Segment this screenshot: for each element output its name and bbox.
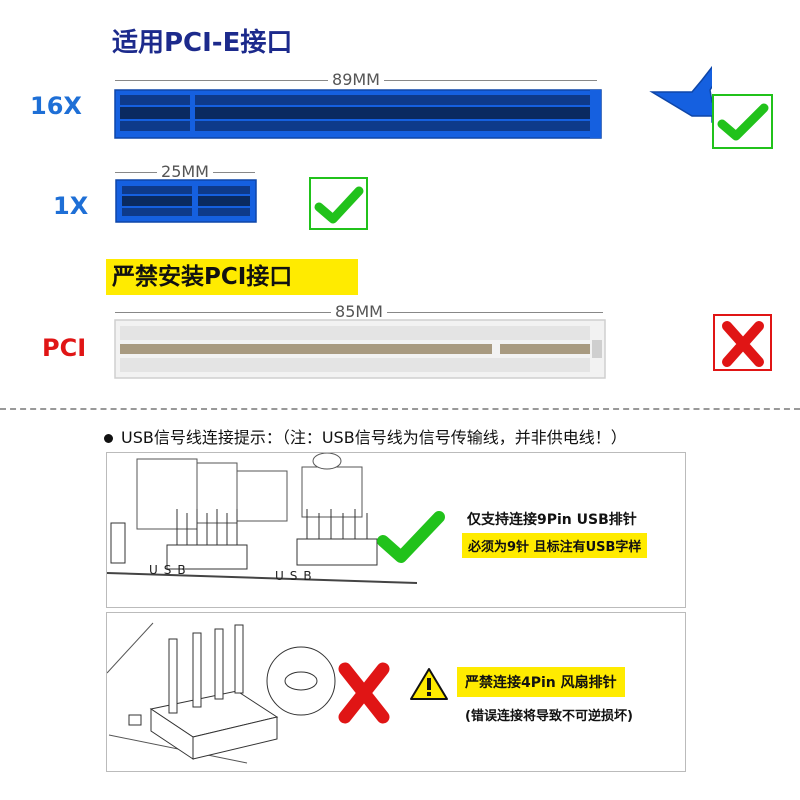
x1-dimension-text: 25MM [157,162,213,181]
pci-dimension: 85MM [115,302,603,321]
fan-header-illustration [107,622,390,764]
bullet-icon [104,434,113,443]
usb-note: USB信号线连接提示：（注：USB信号线为信号传输线，并非供电线！） [104,424,627,448]
x16-dimension: 89MM [115,70,597,89]
fan-bad-heading: 严禁连接4Pin 风扇排针 [457,667,625,697]
usb-silkscreen-right: USB [275,569,318,583]
pci-slot [114,319,606,379]
pci-cross-icon [713,314,772,371]
fan-wrong-panel: 严禁连接4Pin 风扇排针 (错误连接将导致不可逆损坏) [106,612,686,772]
x16-dimension-text: 89MM [328,70,384,89]
pcie-x16-slot [114,65,712,139]
page-title: 适用PCI-E接口 [112,28,293,58]
pcie-x1-slot [115,179,257,223]
usb-ok-sub: 必须为9针 且标注有USB字样 [462,533,648,558]
x1-check-icon [309,177,368,230]
usb-note-text: USB信号线连接提示：（注：USB信号线为信号传输线，并非供电线！） [121,428,627,447]
usb-correct-panel: USB USB 仅支持连接9Pin USB排针 必须为9针 且标注有USB字样 [106,452,686,608]
section-divider [0,408,800,410]
usb-ok-heading: 仅支持连接9Pin USB排针 [467,512,637,528]
x16-label: 16X [30,92,82,120]
usb-silkscreen-left: USB [149,563,192,577]
usb-check-icon [377,511,445,563]
warning-icon [410,668,448,700]
x1-label: 1X [53,192,89,220]
usb-header-illustration [107,453,418,584]
fan-bad-sub: (错误连接将导致不可逆损坏) [465,709,633,724]
x16-check-icon [712,94,773,149]
pci-dimension-text: 85MM [331,302,387,321]
pci-banner: 严禁安装PCI接口 [106,259,358,295]
pci-label: PCI [42,334,87,362]
x1-dimension: 25MM [115,162,255,181]
